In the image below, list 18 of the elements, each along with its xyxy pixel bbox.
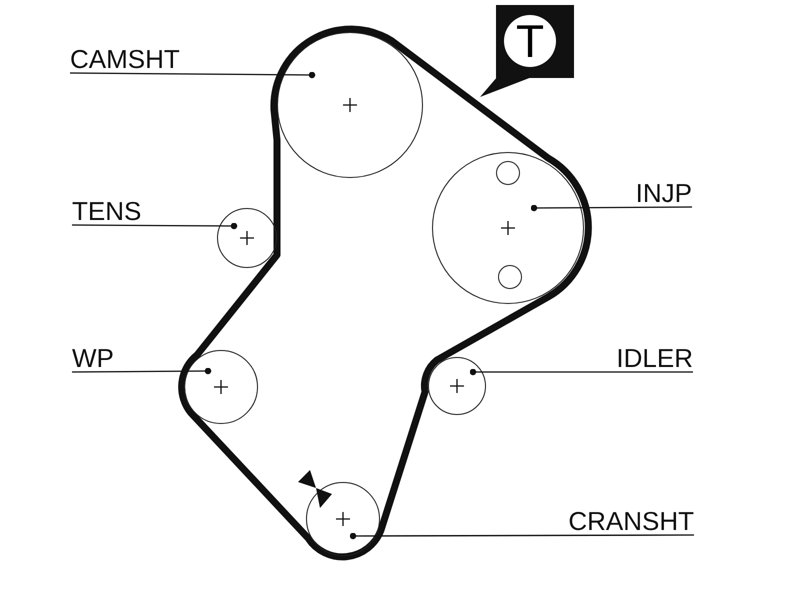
pulley-label: TENS — [72, 197, 154, 225]
leader-line — [470, 368, 693, 376]
leader-line — [530, 204, 692, 212]
pulley-circle — [428, 357, 486, 415]
leader-line — [70, 72, 316, 78]
leader-line — [350, 532, 694, 540]
leader-line — [72, 368, 212, 374]
timing-mark-callout — [478, 5, 574, 98]
pulley-circle — [217, 208, 277, 268]
pulley-circle — [277, 32, 423, 178]
pulley-label: CAMSHT — [70, 45, 198, 73]
pulley-label: WP — [72, 344, 122, 372]
pulley-circle — [432, 152, 584, 304]
pulley-label: INJP — [622, 179, 692, 207]
leader-line — [72, 222, 238, 230]
pulley-label: IDLER — [600, 344, 693, 372]
pulley-circle — [184, 350, 258, 424]
pulley-label: CRANSHT — [545, 507, 694, 535]
